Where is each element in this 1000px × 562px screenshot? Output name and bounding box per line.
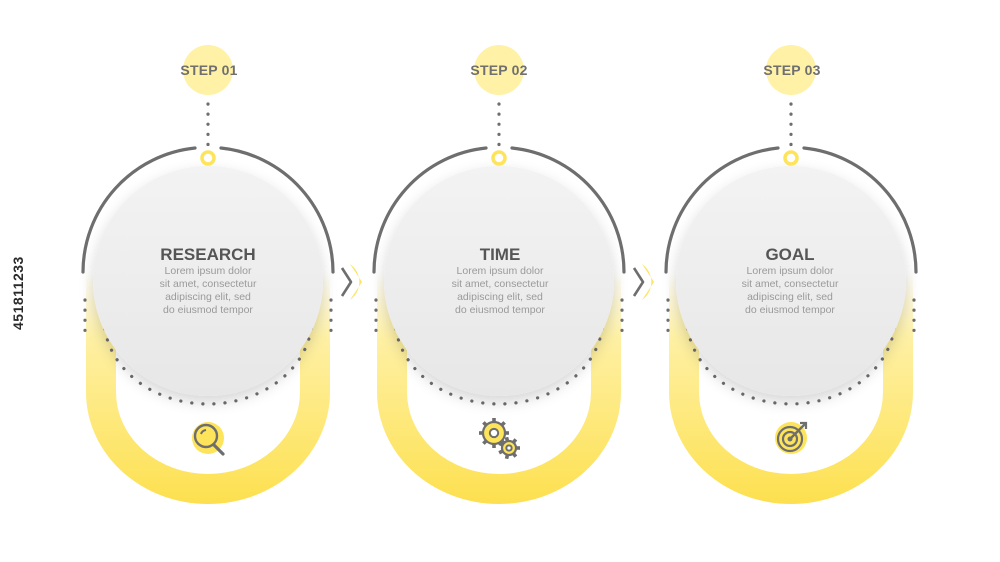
step-title-1: RESEARCH bbox=[160, 245, 256, 264]
description-line: sit amet, consectetur bbox=[451, 278, 549, 290]
description-line: sit amet, consectetur bbox=[159, 278, 257, 290]
step-description-3: Lorem ipsum dolor sit amet, consectetur … bbox=[715, 265, 865, 317]
top-arc-left bbox=[81, 146, 197, 274]
description-line: adipiscing elit, sed bbox=[165, 291, 251, 303]
step-label-1: STEP 01 bbox=[180, 62, 238, 78]
step-group-2 bbox=[372, 45, 626, 504]
arc-node bbox=[200, 150, 216, 166]
stock-id-watermark: 451811233 bbox=[10, 256, 26, 330]
description-line: Lorem ipsum dolor bbox=[164, 265, 252, 277]
step-badge bbox=[474, 45, 524, 95]
top-arc-left bbox=[372, 146, 488, 274]
chevron-right-icon bbox=[632, 264, 654, 300]
arc-node bbox=[491, 150, 507, 166]
main-circle bbox=[384, 166, 614, 396]
step-title-3: GOAL bbox=[765, 245, 815, 264]
large-gear bbox=[479, 418, 509, 448]
step-title-2: TIME bbox=[479, 245, 521, 264]
main-circle bbox=[93, 166, 323, 396]
step-label-3: STEP 03 bbox=[763, 62, 821, 78]
description-line: Lorem ipsum dolor bbox=[456, 265, 544, 277]
description-line: do eiusmod tempor bbox=[745, 304, 835, 316]
step-label-2: STEP 02 bbox=[470, 62, 528, 78]
gears-icon bbox=[479, 418, 520, 460]
description-line: sit amet, consectetur bbox=[741, 278, 839, 290]
top-arc-right bbox=[510, 146, 626, 274]
target-icon bbox=[775, 421, 808, 454]
description-line: adipiscing elit, sed bbox=[457, 291, 543, 303]
step-group-1 bbox=[81, 45, 335, 504]
description-line: Lorem ipsum dolor bbox=[746, 265, 834, 277]
description-line: adipiscing elit, sed bbox=[747, 291, 833, 303]
arc-node bbox=[783, 150, 799, 166]
step-description-1: Lorem ipsum dolor sit amet, consectetur … bbox=[133, 265, 283, 317]
chevron-right-icon bbox=[340, 264, 362, 300]
top-arc-right bbox=[802, 146, 918, 274]
small-gear bbox=[498, 436, 520, 460]
description-line: do eiusmod tempor bbox=[163, 304, 253, 316]
top-arc-right bbox=[219, 146, 335, 274]
step-badge bbox=[183, 45, 233, 95]
magnifier-icon bbox=[192, 422, 225, 456]
step-group-3 bbox=[664, 45, 918, 504]
description-line: do eiusmod tempor bbox=[455, 304, 545, 316]
main-circle bbox=[676, 166, 906, 396]
step-badge bbox=[766, 45, 816, 95]
top-arc-left bbox=[664, 146, 780, 274]
step-description-2: Lorem ipsum dolor sit amet, consectetur … bbox=[425, 265, 575, 317]
